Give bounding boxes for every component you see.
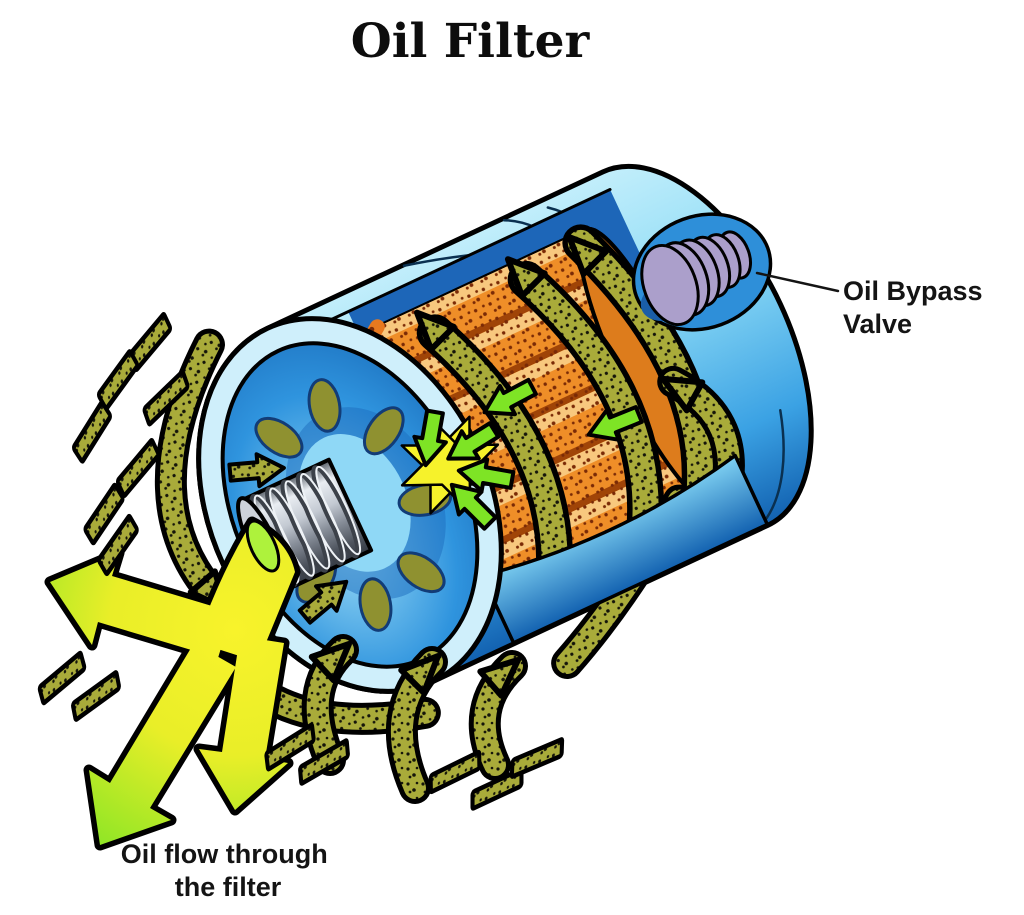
clean-oil-convergence	[400, 407, 517, 534]
oil-bypass-valve	[631, 212, 773, 332]
cutaway-edge-line	[328, 188, 612, 322]
page-title: Oil Filter	[351, 14, 591, 69]
bypass-leader-line	[755, 271, 840, 293]
oil-flow-label: Oil flow through the filter	[121, 839, 335, 902]
dirty-oil-chevrons	[37, 311, 565, 811]
shell-front-strip	[480, 453, 770, 645]
bypass-valve-spring	[640, 230, 753, 327]
tube-mouth-oil	[245, 519, 281, 573]
bypass-valve-label: Oil Bypass Valve	[843, 276, 990, 339]
clean-oil-splash-arrow	[50, 516, 295, 845]
dirty-oil-bottom-arrows	[301, 632, 529, 804]
